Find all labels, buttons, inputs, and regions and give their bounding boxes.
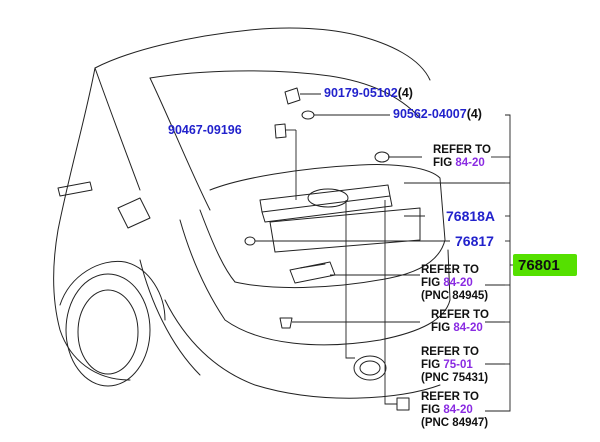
part-label-90179[interactable]: 90179-05102(4) <box>324 87 413 100</box>
handle-switch <box>289 261 336 284</box>
clip-top <box>284 87 301 105</box>
refer-to-fig-84-20-b[interactable]: REFER TO FIG 84-20 (PNC 84945) <box>421 264 488 303</box>
rear-pillar <box>149 77 211 211</box>
fig-prefix: FIG <box>421 277 444 289</box>
tailgate-outline <box>209 164 446 289</box>
part-number: 76818A <box>446 208 496 224</box>
fig-prefix: FIG <box>421 404 444 416</box>
fig-link[interactable]: 75-01 <box>443 359 473 371</box>
part-qty: (4) <box>466 107 482 121</box>
assembly-part-76801[interactable]: 76801 <box>513 254 577 276</box>
part-label-76818a[interactable]: 76818A <box>446 209 495 223</box>
refer-text: REFER TO <box>421 346 479 358</box>
pnc-text: (PNC 84945) <box>421 290 489 302</box>
fig-prefix: FIG <box>421 359 444 371</box>
fuel-door <box>117 197 151 229</box>
rear-wheel <box>65 273 151 387</box>
part-number: 90467-09196 <box>168 123 242 137</box>
fig-link[interactable]: 84-20 <box>443 277 473 289</box>
fig-link[interactable]: 84-20 <box>455 157 485 169</box>
refer-text: REFER TO <box>421 391 479 403</box>
part-label-90467[interactable]: 90467-09196 <box>168 124 242 137</box>
door-handle <box>57 181 93 197</box>
assembly-part-number: 76801 <box>518 257 560 274</box>
part-number: 90179-05102 <box>324 86 398 100</box>
refer-to-fig-84-20-c[interactable]: REFER TO FIG 84-20 <box>431 309 489 335</box>
emblem-on-panel <box>307 188 349 208</box>
refer-to-fig-84-20-d[interactable]: REFER TO FIG 84-20 (PNC 84947) <box>421 391 488 430</box>
bumper-outline <box>164 299 441 399</box>
part-number: 76817 <box>455 233 494 249</box>
refer-text: REFER TO <box>421 264 479 276</box>
fig-link[interactable]: 84-20 <box>443 404 473 416</box>
part-qty: (4) <box>397 86 413 100</box>
refer-to-fig-84-20-a[interactable]: REFER TO FIG 84-20 <box>433 144 491 170</box>
part-number: 90562-04007 <box>393 107 467 121</box>
pnc-text: (PNC 84947) <box>421 417 489 429</box>
fig-link[interactable]: 84-20 <box>453 322 483 334</box>
washer <box>301 110 315 120</box>
car-side-outline <box>53 67 131 381</box>
toyota-emblem <box>353 355 387 381</box>
license-plate-area <box>269 207 421 253</box>
grommet-right <box>374 151 390 163</box>
clip-left <box>274 123 287 139</box>
refer-text: REFER TO <box>433 144 491 156</box>
refer-text: REFER TO <box>431 309 489 321</box>
wheel-arch <box>59 260 166 321</box>
fig-prefix: FIG <box>433 157 456 169</box>
cap-lower <box>396 397 410 411</box>
pnc-text: (PNC 75431) <box>421 372 489 384</box>
part-label-90562[interactable]: 90562-04007(4) <box>393 108 482 121</box>
part-label-76817[interactable]: 76817 <box>455 234 494 248</box>
rear-window-outline <box>149 70 421 119</box>
refer-to-fig-75-01[interactable]: REFER TO FIG 75-01 (PNC 75431) <box>421 346 488 385</box>
bolt-lower <box>279 317 293 329</box>
fig-prefix: FIG <box>431 322 454 334</box>
screw-left <box>244 236 256 246</box>
car-roof-outline <box>94 27 431 81</box>
